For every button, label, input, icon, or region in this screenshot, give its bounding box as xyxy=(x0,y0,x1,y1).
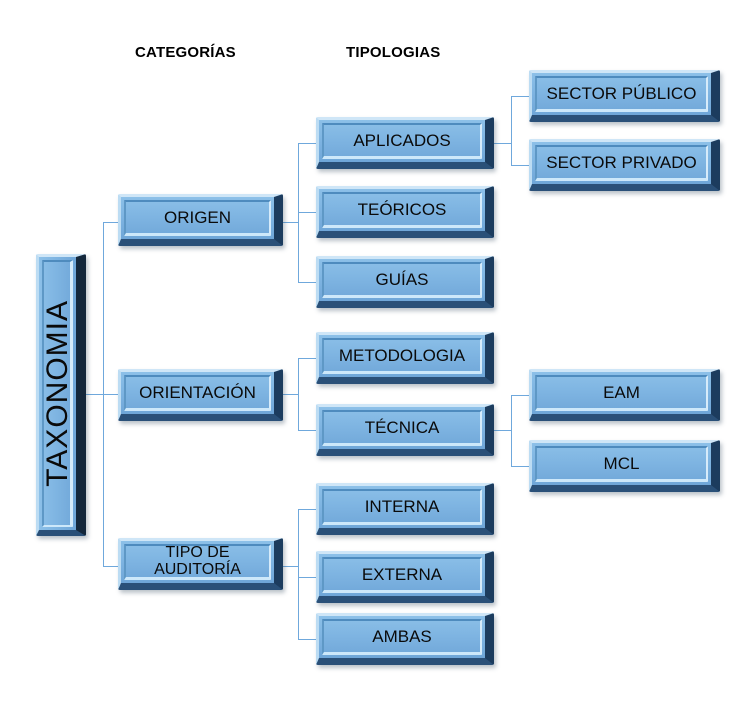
node-origen-label: ORIGEN xyxy=(163,208,232,228)
connector-to-tipo-auditoria xyxy=(103,566,120,567)
column-header-tipologias: TIPOLOGIAS xyxy=(346,44,441,61)
node-origen[interactable]: ORIGEN xyxy=(118,194,283,246)
node-orientacion[interactable]: ORIENTACIÓN xyxy=(118,369,283,421)
node-guias[interactable]: GUÍAS xyxy=(316,256,494,308)
node-tecnica-label: TÉCNICA xyxy=(364,418,440,438)
node-orientacion-label: ORIENTACIÓN xyxy=(139,383,256,403)
node-aplicados-label: APLICADOS xyxy=(353,131,451,151)
connector-to-mcl xyxy=(511,466,530,467)
connector-to-orientacion xyxy=(103,394,120,395)
node-eam-label: EAM xyxy=(603,383,640,403)
node-tipo-auditoria[interactable]: TIPO DE AUDITORÍA xyxy=(118,538,283,590)
connector-to-guias xyxy=(298,282,317,283)
node-mcl[interactable]: MCL xyxy=(529,440,720,492)
connector-to-eam xyxy=(511,395,530,396)
node-guias-label: GUÍAS xyxy=(375,270,429,290)
connector-tipo-auditoria-trunk xyxy=(298,509,299,639)
node-sector-publico-label: SECTOR PÚBLICO xyxy=(546,84,697,104)
connector-tipo-auditoria-stub xyxy=(281,566,299,567)
connector-to-metodologia xyxy=(298,358,317,359)
connector-eam-mcl-trunk xyxy=(511,395,512,467)
node-sector-privado[interactable]: SECTOR PRIVADO xyxy=(529,139,720,191)
column-header-categorias: CATEGORÍAS xyxy=(135,44,236,61)
node-mcl-label: MCL xyxy=(603,454,640,474)
node-externa[interactable]: EXTERNA xyxy=(316,551,494,603)
node-interna[interactable]: INTERNA xyxy=(316,483,494,535)
node-metodologia[interactable]: METODOLOGIA xyxy=(316,332,494,384)
node-eam[interactable]: EAM xyxy=(529,369,720,421)
connector-to-aplicados xyxy=(298,143,317,144)
node-externa-label: EXTERNA xyxy=(361,565,443,585)
connector-to-ambas xyxy=(298,639,317,640)
connector-to-sector-publico xyxy=(511,96,530,97)
node-interna-label: INTERNA xyxy=(364,497,440,517)
connector-orientacion-trunk xyxy=(298,358,299,431)
node-teoricos-label: TEÓRICOS xyxy=(357,200,447,220)
node-metodologia-label: METODOLOGIA xyxy=(338,346,466,366)
connector-to-sector-privado xyxy=(511,165,530,166)
connector-aplicados-stub xyxy=(494,143,512,144)
connector-origen-stub xyxy=(281,222,299,223)
node-ambas-label: AMBAS xyxy=(372,627,432,647)
connector-to-interna xyxy=(298,509,317,510)
node-sector-privado-label: SECTOR PRIVADO xyxy=(546,153,697,173)
connector-to-tecnica xyxy=(298,430,317,431)
node-taxonomia-label: TAXONOMIA xyxy=(40,300,74,487)
connector-root-stub xyxy=(85,394,104,395)
node-teoricos[interactable]: TEÓRICOS xyxy=(316,186,494,238)
connector-to-origen xyxy=(103,222,120,223)
node-sector-publico[interactable]: SECTOR PÚBLICO xyxy=(529,70,720,122)
node-ambas[interactable]: AMBAS xyxy=(316,613,494,665)
connector-sector-trunk xyxy=(511,96,512,166)
node-taxonomia[interactable]: TAXONOMIA xyxy=(36,254,86,536)
connector-to-externa xyxy=(298,577,317,578)
connector-orientacion-stub xyxy=(281,394,299,395)
connector-tecnica-stub xyxy=(494,430,512,431)
node-tipo-auditoria-label-line2: AUDITORÍA xyxy=(154,561,241,578)
node-tecnica[interactable]: TÉCNICA xyxy=(316,404,494,456)
node-aplicados[interactable]: APLICADOS xyxy=(316,117,494,169)
connector-to-teoricos xyxy=(298,212,317,213)
node-tipo-auditoria-label-line1: TIPO DE xyxy=(165,544,230,562)
